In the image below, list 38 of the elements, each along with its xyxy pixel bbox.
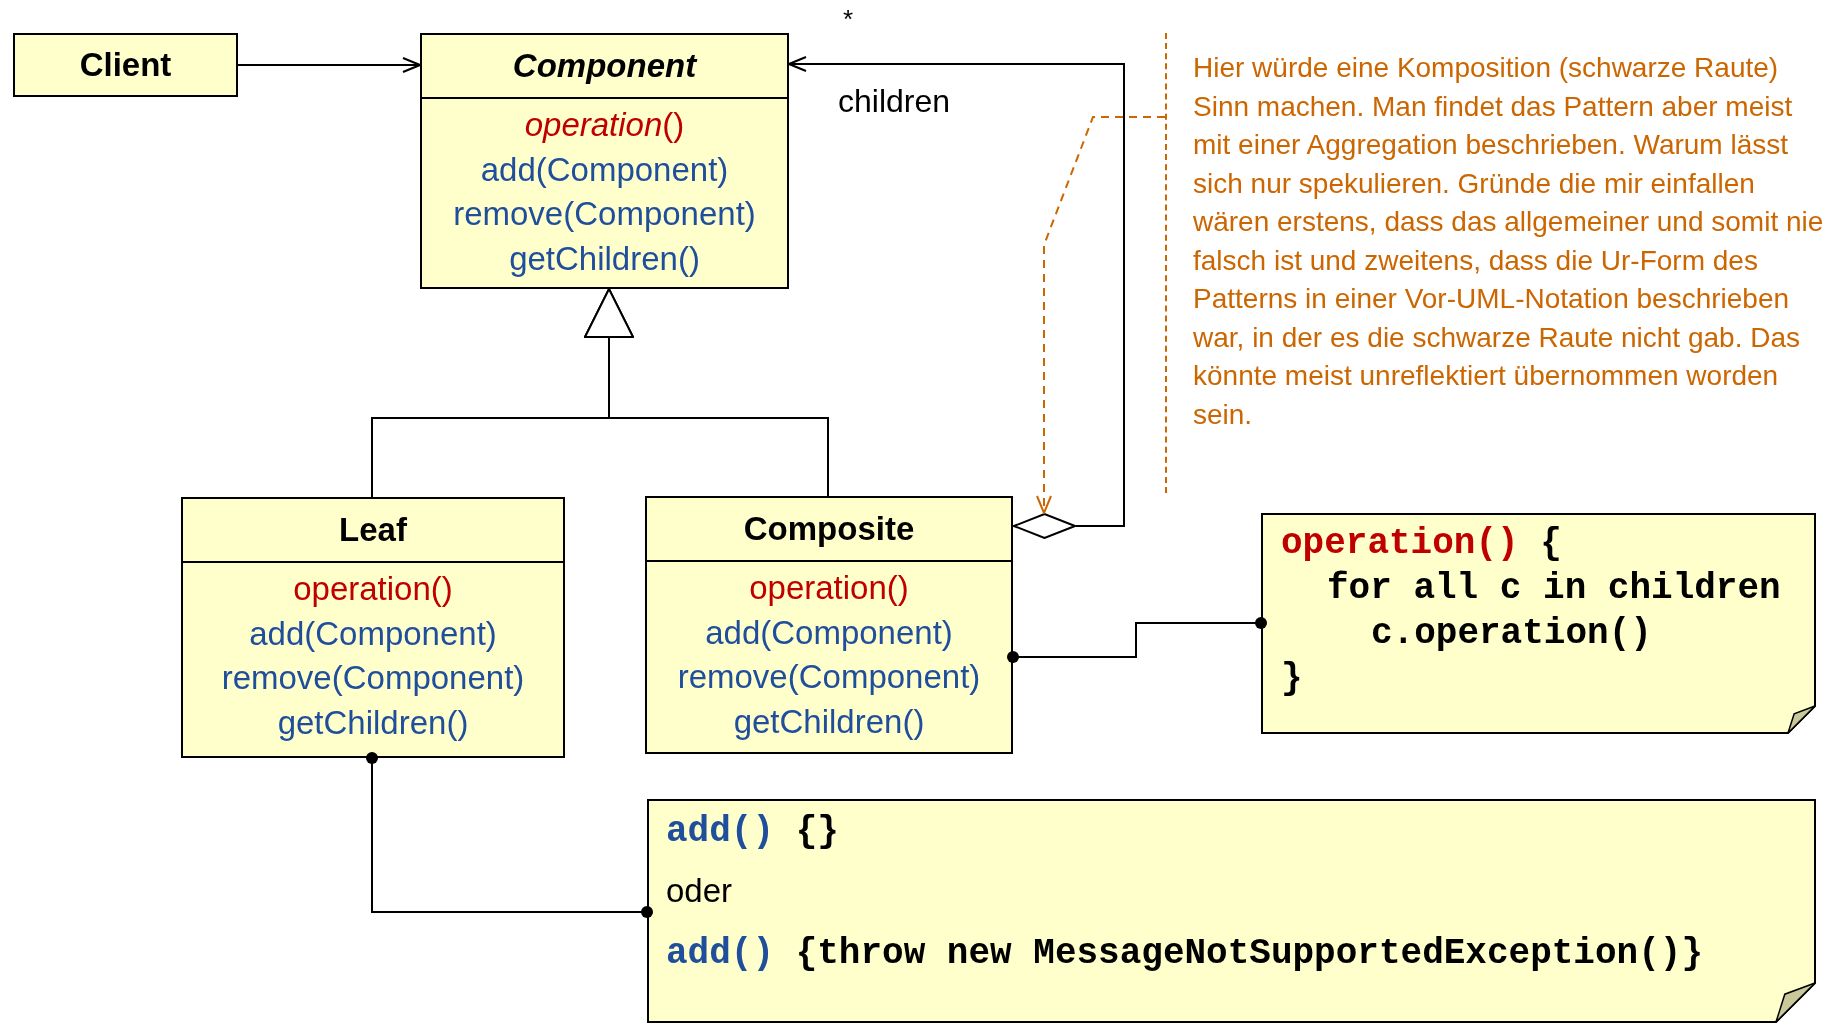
method-name: add(Component)	[704, 612, 954, 653]
class-box	[181, 497, 565, 758]
code-line: operation() {	[1281, 523, 1562, 564]
class-box	[13, 33, 238, 97]
method-name: remove(Component)	[452, 194, 757, 234]
method-name: add(Component)	[248, 613, 498, 654]
multiplicity-label: *	[843, 4, 854, 35]
code-line: add() {}	[666, 811, 839, 852]
connector-line	[366, 752, 653, 918]
class-name: Leaf	[339, 511, 407, 549]
arrow	[584, 288, 829, 497]
method-name: remove(Component)	[220, 658, 526, 698]
code-line: for all c in children	[1327, 568, 1781, 609]
connector-line	[1007, 617, 1267, 663]
code-line: c.operation()	[1371, 613, 1652, 654]
class-name: Composite	[743, 510, 915, 548]
note-text: oder	[666, 872, 733, 910]
class-name: Component	[512, 47, 697, 85]
comment-text: Hier würde eine Komposition (schwarze Raute) Sinn machen. Man findet das Pattern aber meist mit einer Aggregation beschrieben. Warum lässt sich nur spekulieren. Gründe die mir einfallen wären erstens, dass das allgemeiner und somit nie falsch ist und zweitens, dass die Ur-Form des Patterns in einer Vor-UML-Notation beschrieben war, in der es die schwarze Raute nicht gab. Das könnte meist unreflektiert übernommen worden sein.	[1192, 51, 1825, 432]
code-line: add() {throw new MessageNotSupportedException()}	[666, 933, 1703, 974]
class-name: Client	[79, 46, 172, 84]
class-box	[420, 33, 789, 289]
code-line: }	[1281, 658, 1303, 699]
method-name: add(Component)	[479, 149, 730, 190]
arrow	[788, 56, 1125, 527]
arrow	[237, 57, 421, 73]
method-name: operation()	[748, 568, 910, 608]
dashed-arrow	[1036, 116, 1166, 514]
class-box	[645, 496, 1013, 754]
method-name: getChildren()	[732, 701, 926, 742]
note	[1261, 513, 1816, 734]
note	[647, 799, 1816, 1023]
method-name: remove(Component)	[676, 657, 982, 697]
method-name: getChildren()	[508, 238, 701, 279]
method-name: getChildren()	[276, 702, 470, 743]
method-name: operation()	[523, 105, 686, 145]
aggregation-diamond	[1013, 513, 1076, 539]
method-name: operation()	[292, 569, 454, 609]
